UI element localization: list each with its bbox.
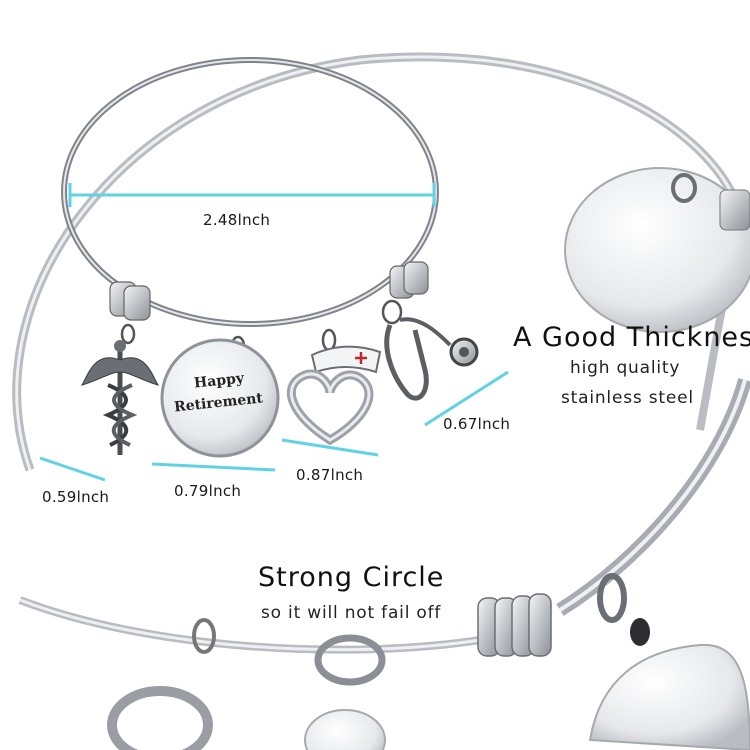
nurse-cap-heart-icon: [286, 328, 382, 446]
heart-size-label: 0.87lnch: [296, 466, 364, 484]
small-bangle: [61, 57, 439, 327]
stethoscope-size-label: 0.67lnch: [443, 415, 511, 433]
bottom-charms: [107, 618, 386, 750]
charm-measure-lines: [39, 370, 509, 482]
strong-circle-line1: so it will not fail off: [261, 603, 442, 623]
caduceus-size-label: 0.59lnch: [42, 488, 110, 506]
thickness-title: A Good Thickness: [513, 322, 750, 353]
bangle-diameter-label: 2.48lnch: [203, 211, 271, 229]
disc-size-label: 0.79lnch: [174, 482, 242, 500]
diameter-measure: [68, 183, 436, 207]
caduceus-icon: [80, 323, 160, 455]
strong-circle-title: Strong Circle: [258, 562, 445, 593]
large-disc-charm: [564, 167, 750, 333]
large-bangle: [12, 52, 750, 654]
thickness-line1: high quality: [570, 358, 681, 378]
bangle-coil: [477, 573, 750, 750]
retirement-disc-charm: [160, 335, 280, 458]
stethoscope-icon: [381, 299, 479, 401]
thickness-line2: stainless steel: [561, 388, 694, 408]
